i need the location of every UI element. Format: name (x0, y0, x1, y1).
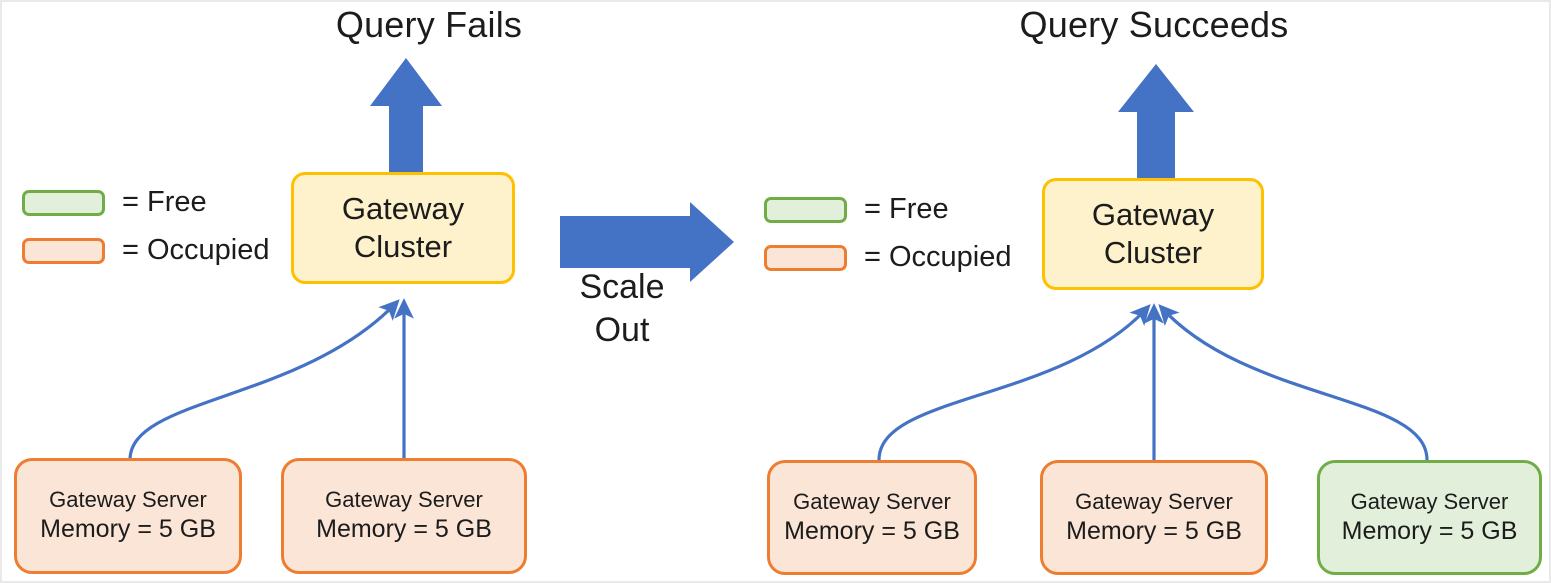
up-arrow-right (1118, 64, 1194, 178)
page-title-right: Query Succeeds (1019, 4, 1289, 45)
gateway-server-right-2[interactable]: Gateway Server Memory = 5 GB (1040, 460, 1268, 575)
gateway-cluster-right-line2: Cluster (1103, 235, 1203, 270)
gateway-cluster-left-line1: Gateway (341, 191, 465, 227)
connector-right-server1 (877, 304, 1151, 461)
legend-label-occupied: = Occupied (864, 241, 1012, 273)
legend-swatch-occupied-icon (764, 244, 847, 271)
connector-right-server3 (1158, 304, 1429, 461)
gateway-server-right-3-line1: Gateway Server (1350, 488, 1509, 514)
gateway-server-right-3[interactable]: Gateway Server Memory = 5 GB (1317, 460, 1542, 575)
gateway-cluster-right[interactable]: Gateway Cluster (1042, 178, 1264, 290)
connector-left-server1 (128, 299, 400, 461)
gateway-server-right-3-line2: Memory = 5 GB (1341, 516, 1518, 545)
gateway-server-right-1-line1: Gateway Server (793, 488, 951, 514)
gateway-server-left-2[interactable]: Gateway Server Memory = 5 GB (281, 458, 527, 574)
legend-swatch-occupied-icon (22, 237, 105, 264)
legend-row-free: = Free (764, 193, 949, 226)
page-title-left: Query Fails (335, 4, 523, 45)
gateway-server-right-1[interactable]: Gateway Server Memory = 5 GB (767, 460, 977, 575)
legend-row-occupied: = Occupied (22, 234, 270, 267)
up-arrow-left (370, 58, 442, 178)
legend-swatch-free-icon (764, 196, 847, 223)
gateway-cluster-left[interactable]: Gateway Cluster (291, 172, 515, 284)
legend-row-occupied: = Occupied (764, 241, 1012, 274)
gateway-cluster-right-line1: Gateway (1091, 197, 1215, 233)
legend-label-free: = Free (122, 186, 207, 218)
scale-out-label-line2: Out (594, 310, 650, 349)
legend-swatch-free-icon (22, 189, 105, 216)
scale-out-label-line1: Scale (579, 268, 665, 306)
scale-out-label: Scale Out (579, 266, 664, 351)
gateway-server-left-2-line2: Memory = 5 GB (316, 515, 492, 544)
legend-label-occupied: = Occupied (122, 234, 270, 266)
gateway-server-left-1-line2: Memory = 5 GB (40, 515, 216, 544)
gateway-server-right-2-line1: Gateway Server (1075, 488, 1233, 514)
gateway-server-right-2-line2: Memory = 5 GB (1066, 516, 1242, 545)
gateway-server-left-1-line1: Gateway Server (49, 487, 207, 513)
legend-row-free: = Free (22, 186, 207, 219)
gateway-server-left-1[interactable]: Gateway Server Memory = 5 GB (14, 458, 242, 574)
gateway-server-left-2-line1: Gateway Server (325, 487, 483, 513)
legend-label-free: = Free (864, 193, 949, 225)
gateway-cluster-left-line2: Cluster (353, 229, 453, 264)
gateway-server-right-1-line2: Memory = 5 GB (784, 516, 960, 545)
